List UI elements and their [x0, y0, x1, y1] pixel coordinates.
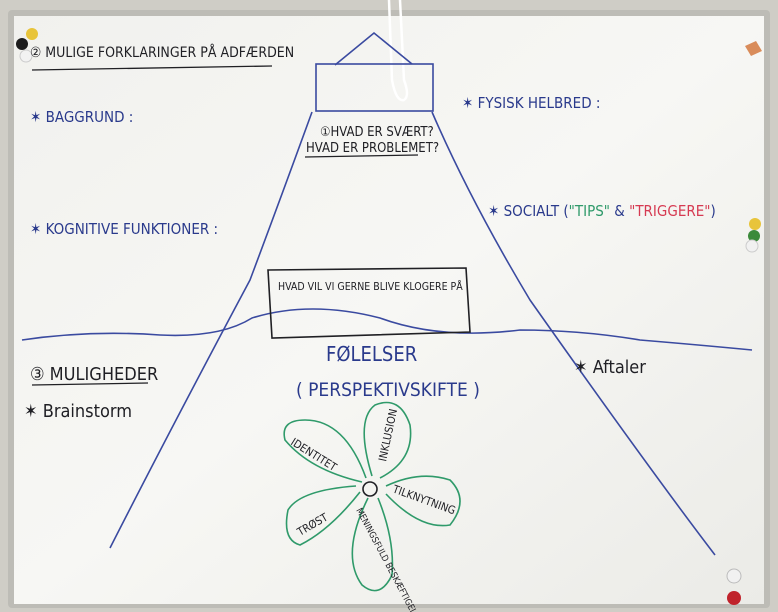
board-surface [14, 16, 764, 604]
socialt-triggere: "TRIGGERE" [629, 202, 710, 220]
feelings-subtitle: ( PERSPEKTIVSKIFTE ) [296, 379, 480, 401]
magnet-white-right [745, 239, 759, 253]
magnets [16, 28, 762, 605]
magnet-red-bottom [727, 591, 741, 605]
note-baggrund: ✶ BAGGRUND : [30, 108, 133, 126]
feelings-title: FØLELSER [326, 342, 417, 366]
iceberg-drawing [21, 31, 753, 556]
magnet-orange-corner [745, 41, 762, 56]
socialt-suffix: ) [710, 202, 715, 220]
magnet-yellow [26, 28, 38, 40]
magnet-yellow-right [749, 218, 761, 230]
middle-box-text: HVAD VIL VI GERNE BLIVE KLOGERE PÅ [278, 280, 463, 293]
magnet-black [16, 38, 28, 50]
note-fysisk-helbred: ✶ FYSISK HELBRED : [462, 94, 600, 112]
note-kognitive-funktioner: ✶ KOGNITIVE FUNKTIONER : [30, 220, 218, 238]
peak-line-2: HVAD ER PROBLEMET? [306, 141, 439, 156]
socialt-amp: & [610, 202, 629, 220]
socialt-prefix: ✶ SOCIALT ( [488, 202, 569, 220]
heading-muligheder: ③ MULIGHEDER [30, 364, 158, 385]
magnet-green-right [748, 230, 760, 242]
underlines [31, 65, 419, 386]
magnet-white [19, 49, 33, 63]
hanging-hook [387, 0, 409, 102]
flower-diagram [283, 401, 461, 592]
note-socialt: ✶ SOCIALT ("TIPS" & "TRIGGERE") [488, 202, 716, 220]
note-aftaler: ✶ Aftaler [574, 357, 646, 378]
heading-mulige-forklaringer: ② MULIGE FORKLARINGER PÅ ADFÆRDEN [30, 44, 294, 61]
peak-line-1: ①HVAD ER SVÆRT? [320, 125, 434, 140]
note-brainstorm: ✶ Brainstorm [24, 401, 132, 422]
magnet-white-bottom [726, 568, 742, 584]
socialt-tips: "TIPS" [569, 202, 610, 220]
